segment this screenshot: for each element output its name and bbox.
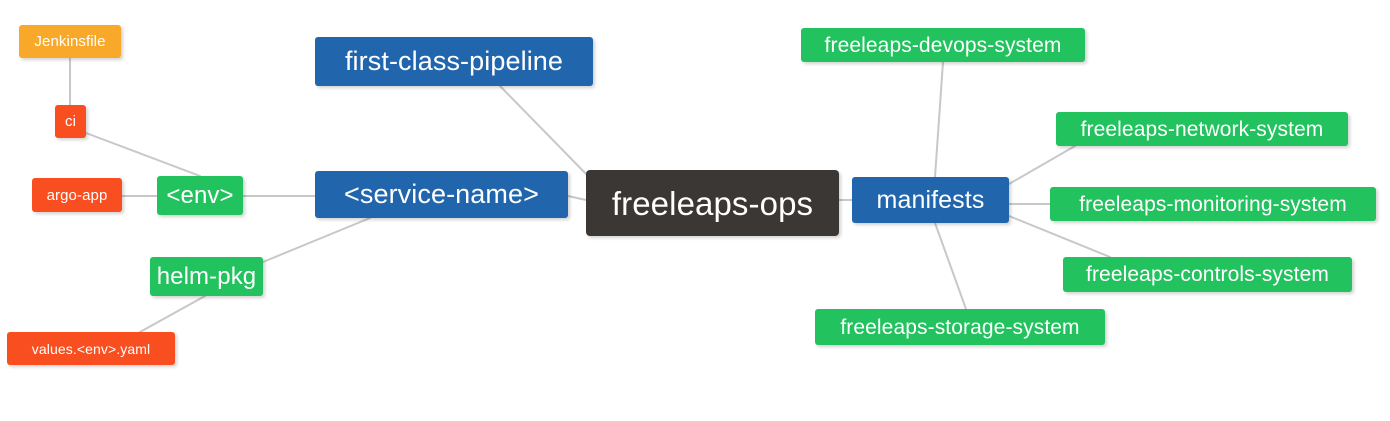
node-storage-system[interactable]: freeleaps-storage-system [815,309,1105,345]
edge-helm-pkg-to-values-env-yaml [139,295,206,333]
node-ci[interactable]: ci [55,105,86,138]
node-label-freeleaps-ops: freeleaps-ops [611,184,814,222]
node-label-ci: ci [64,113,77,130]
node-label-jenkinsfile: Jenkinsfile [34,33,106,50]
edge-manifests-to-network-system [1008,145,1076,185]
node-service-name[interactable]: <service-name> [315,171,568,218]
node-jenkinsfile[interactable]: Jenkinsfile [19,25,121,58]
node-label-first-class-pipeline: first-class-pipeline [344,46,564,76]
node-devops-system[interactable]: freeleaps-devops-system [801,28,1085,62]
edge-env-to-ci [85,132,201,177]
node-label-helm-pkg: helm-pkg [156,262,257,290]
node-manifests[interactable]: manifests [852,177,1009,223]
node-monitoring-system[interactable]: freeleaps-monitoring-system [1050,187,1376,221]
node-label-devops-system: freeleaps-devops-system [824,33,1062,57]
node-argo-app[interactable]: argo-app [32,178,122,212]
node-label-monitoring-system: freeleaps-monitoring-system [1079,192,1347,216]
node-freeleaps-ops[interactable]: freeleaps-ops [586,170,839,236]
edge-manifests-to-controls-system [1008,215,1111,258]
node-first-class-pipeline[interactable]: first-class-pipeline [315,37,593,86]
edge-manifests-to-storage-system [934,222,967,310]
node-network-system[interactable]: freeleaps-network-system [1056,112,1348,146]
node-helm-pkg[interactable]: helm-pkg [150,257,263,296]
edge-service-name-to-helm-pkg [262,217,371,263]
node-label-env: <env> [166,181,234,209]
edge-manifests-to-devops-system [934,61,944,178]
node-label-manifests: manifests [876,185,985,214]
edge-freeleaps-ops-to-first-class-pipeline [499,85,591,179]
node-controls-system[interactable]: freeleaps-controls-system [1063,257,1352,292]
node-label-controls-system: freeleaps-controls-system [1086,263,1329,286]
node-values-env-yaml[interactable]: values.<env>.yaml [7,332,175,365]
node-label-argo-app: argo-app [46,186,108,204]
node-label-service-name: <service-name> [344,179,539,209]
node-label-network-system: freeleaps-network-system [1080,117,1324,141]
node-label-storage-system: freeleaps-storage-system [840,315,1080,339]
node-label-values-env-yaml: values.<env>.yaml [31,340,151,357]
node-env[interactable]: <env> [157,176,243,215]
edge-freeleaps-ops-to-service-name [567,195,587,201]
